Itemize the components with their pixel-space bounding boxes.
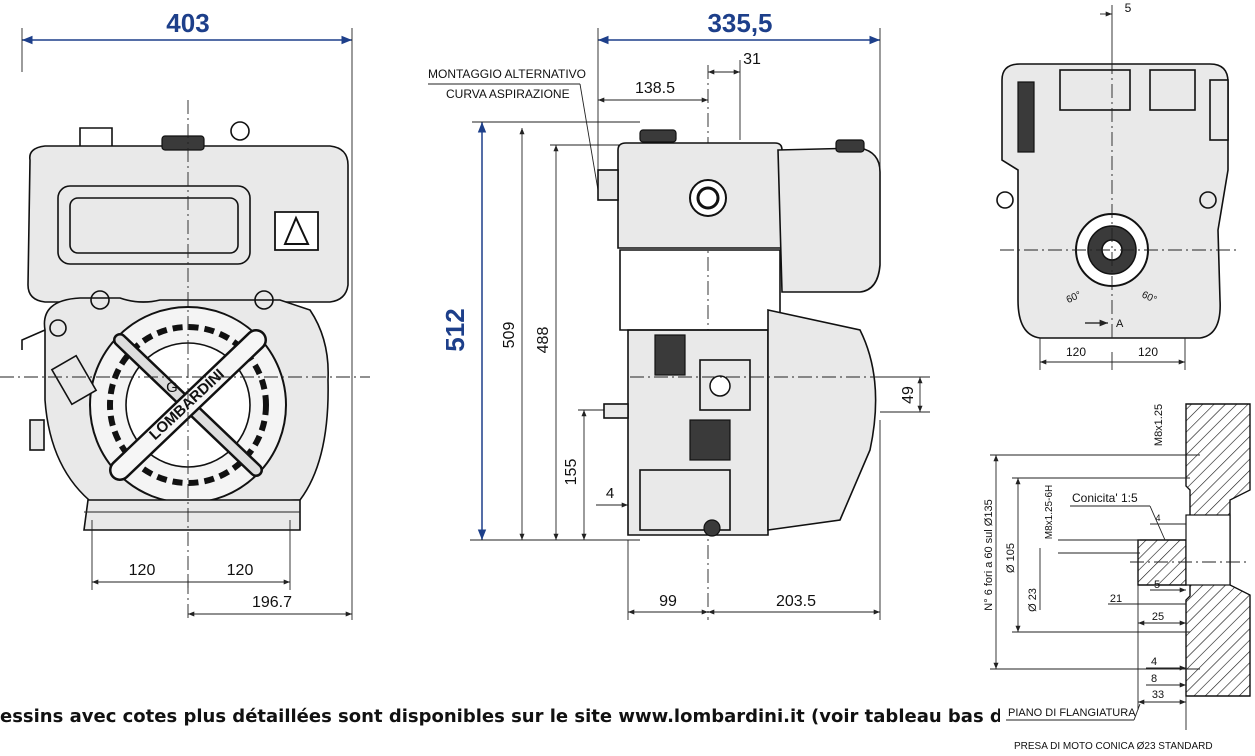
side-height-488: 488: [535, 327, 552, 354]
side-flange-dim: 4: [606, 485, 614, 502]
detail-dim-4b: 4: [1151, 656, 1157, 668]
rear-top-dim: 5: [1125, 1, 1132, 15]
front-center-label: G: [166, 379, 178, 396]
side-bottom-left: 99: [659, 593, 677, 610]
rear-left-dim: 120: [1066, 345, 1086, 359]
detail-dim-5: 5: [1154, 579, 1160, 591]
side-bottom-right: 203.5: [776, 593, 816, 610]
footer-note: essins avec cotes plus détaillées sont d…: [0, 706, 1000, 727]
detail-dim-4a: 4: [1155, 513, 1160, 523]
side-right-dim: 49: [900, 386, 917, 404]
side-small-dim: 31: [743, 51, 761, 68]
detail-dia-105: Ø 105: [1005, 543, 1017, 573]
detail-thread-top: M8x1.25: [1153, 404, 1165, 446]
pto-detail: M8x1.25 N° 6 fori a 60 sul Ø135 Ø 105 M8…: [983, 403, 1251, 752]
side-offset-dim: 138.5: [635, 80, 675, 97]
side-note-line2: CURVA ASPIRAZIONE: [446, 87, 570, 101]
side-width-dim: 335,5: [707, 8, 772, 38]
rear-axis-label: A: [1116, 318, 1124, 330]
detail-dim-21: 21: [1110, 593, 1122, 605]
detail-pto-label: PRESA DI MOTO CONICA Ø23 STANDARD: [1014, 741, 1213, 752]
rear-view: 5 60° 60° A 120 120: [996, 1, 1240, 370]
front-offset-dim: 196.7: [252, 594, 292, 611]
engine-base: [83, 499, 301, 531]
detail-dim-33: 33: [1152, 689, 1164, 701]
rear-right-dim: 120: [1138, 345, 1158, 359]
side-total-height: 512: [440, 308, 470, 351]
front-width-dim: 403: [166, 8, 209, 38]
front-left-dim: 120: [129, 562, 156, 579]
detail-dim-8: 8: [1151, 673, 1157, 685]
rear-engine-body: [1001, 63, 1229, 339]
detail-dim-25: 25: [1152, 611, 1164, 623]
detail-taper: Conicita' 1:5: [1072, 491, 1138, 505]
detail-dia-23: Ø 23: [1027, 588, 1039, 612]
front-right-dim: 120: [227, 562, 254, 579]
side-note-line1: MONTAGGIO ALTERNATIVO: [428, 67, 586, 81]
front-view: 403 LOMBARDINI G: [0, 8, 370, 620]
shaft-section: [1137, 539, 1187, 586]
side-shaft-height: 155: [563, 459, 580, 486]
detail-holes-label: N° 6 fori a 60 sul Ø135: [983, 499, 995, 610]
detail-flange-plane: PIANO DI FLANGIATURA: [1008, 707, 1136, 719]
detail-thread-inner: M8x1.25-6H: [1044, 485, 1055, 539]
side-view: 335,5 138.5 31 MONTAGGIO ALTERNATIVO CUR…: [428, 8, 930, 620]
side-height-509: 509: [501, 322, 518, 349]
